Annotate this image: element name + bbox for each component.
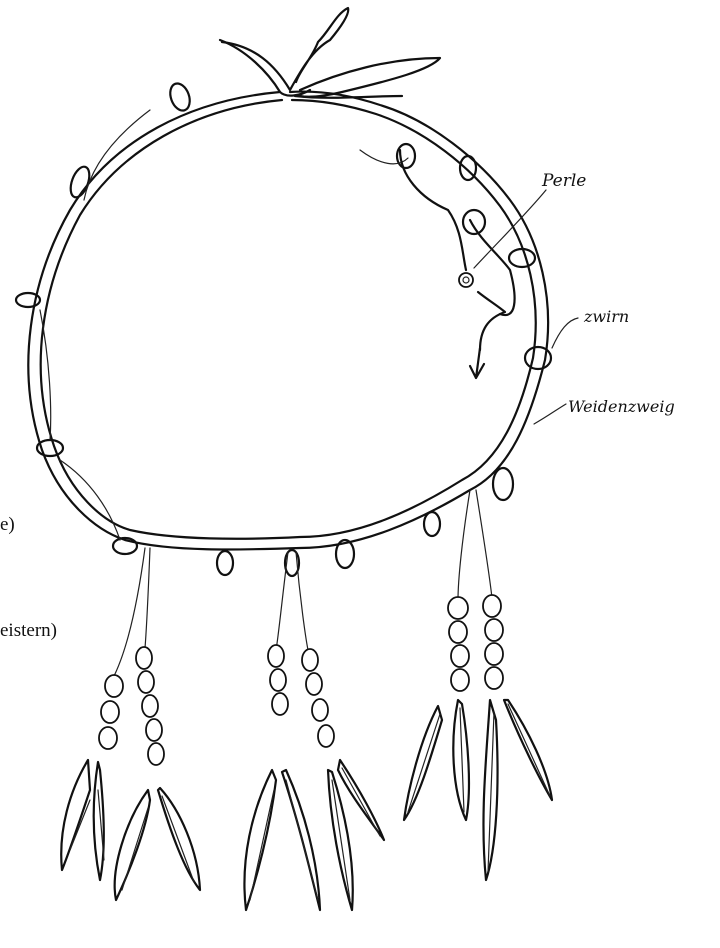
edge-text-2: eistern) <box>0 620 57 642</box>
strand-right <box>448 490 503 691</box>
label-perle: Perle <box>541 171 586 191</box>
label-zwirn: zwirn <box>583 307 629 326</box>
strand-left <box>99 548 164 765</box>
label-weidenzweig: Weidenzweig <box>568 397 675 416</box>
strand-middle <box>268 552 334 747</box>
feathers <box>61 700 552 910</box>
thread-wraps <box>16 81 551 576</box>
hanging-knot <box>220 8 440 98</box>
bead-on-thread <box>459 273 473 287</box>
willow-hoop <box>28 92 548 550</box>
edge-text-1: e) <box>0 514 15 536</box>
